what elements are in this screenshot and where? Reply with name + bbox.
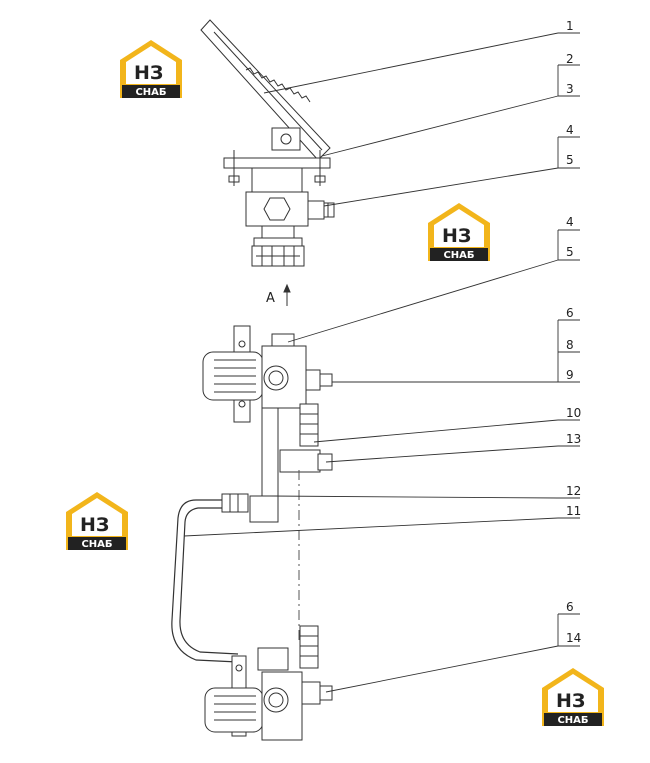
callout-number: 1 <box>566 19 574 33</box>
valve-assembly-view-a <box>171 325 333 663</box>
callout-number: 4 <box>566 215 574 229</box>
logo-mark-text: НЗ <box>80 514 109 536</box>
callout-number: 12 <box>566 484 581 498</box>
brand-logo-watermark: НЗ СНАБ <box>542 668 604 728</box>
callout-number: 14 <box>566 631 581 645</box>
callout-number: 3 <box>566 82 574 96</box>
callout-number: 11 <box>566 504 581 518</box>
logo-word-text: СНАБ <box>81 539 112 550</box>
logo-mark-text: НЗ <box>442 225 471 247</box>
leader-lines <box>183 32 580 693</box>
callout-number: 4 <box>566 123 574 137</box>
callout-number: 6 <box>566 600 574 614</box>
logo-mark-text: НЗ <box>556 690 585 712</box>
callout-number: 5 <box>566 245 574 259</box>
logo-word-text: СНАБ <box>135 87 166 98</box>
logo-word-text: СНАБ <box>557 715 588 726</box>
callout-number: 9 <box>566 368 574 382</box>
callout-number: 8 <box>566 338 574 352</box>
callout-number: 10 <box>566 406 581 420</box>
brand-logo-watermark: НЗ СНАБ <box>428 203 490 263</box>
callout-number: 13 <box>566 432 581 446</box>
callout-number: 2 <box>566 52 574 66</box>
view-label: A <box>266 291 275 306</box>
pedal-valve-top <box>200 19 335 267</box>
callout-number: 5 <box>566 153 574 167</box>
callout-number: 6 <box>566 306 574 320</box>
logo-word-text: СНАБ <box>443 250 474 261</box>
valve-assembly-bottom <box>204 625 333 741</box>
brand-logo-watermark: НЗ СНАБ <box>66 492 128 552</box>
logo-mark-text: НЗ <box>134 62 163 84</box>
brand-logo-watermark: НЗ СНАБ <box>120 40 182 100</box>
